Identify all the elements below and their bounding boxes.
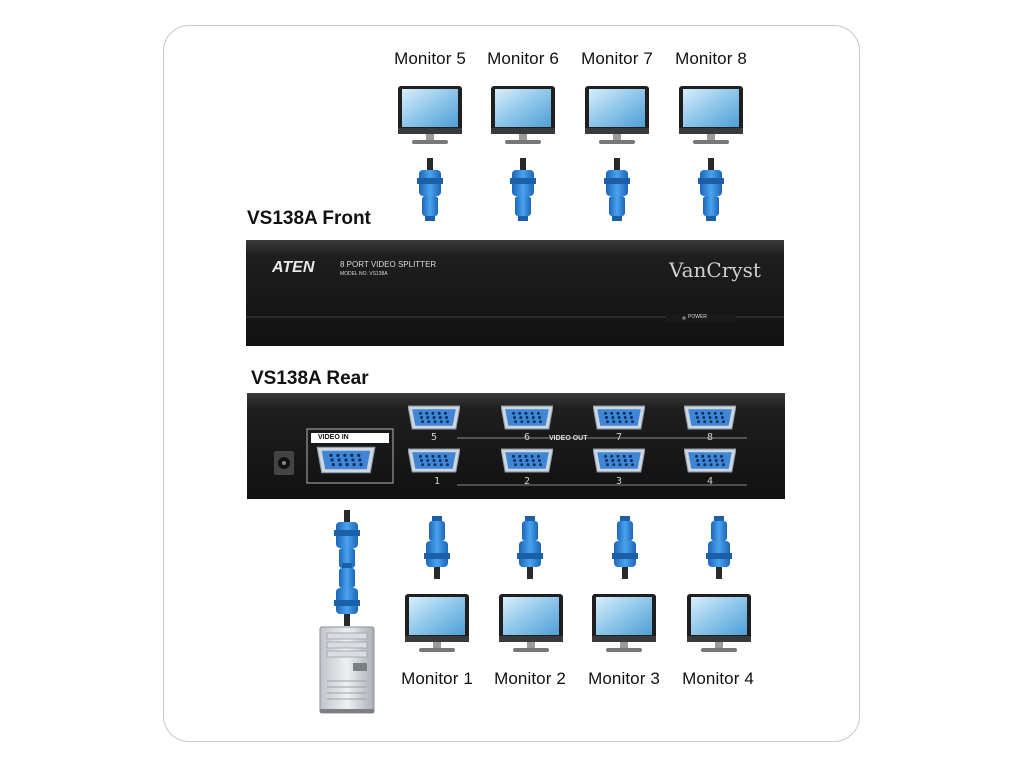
video-out-port-6 [501, 405, 553, 430]
front-series: VanCryst [669, 258, 761, 282]
port-number-4: 4 [706, 476, 714, 487]
vga-connector-icon [698, 158, 724, 221]
monitor-4-icon [687, 594, 751, 652]
port-number-2: 2 [523, 476, 531, 487]
video-out-label: VIDEO OUT [549, 435, 588, 442]
vga-connector-icon [424, 516, 450, 579]
port-number-8: 8 [706, 432, 714, 443]
front-product: 8 PORT VIDEO SPLITTER [340, 260, 437, 269]
vga-connector-icon [612, 516, 638, 579]
monitor-1-icon [405, 594, 469, 652]
front-title: VS138A Front [247, 208, 371, 229]
port-number-1: 1 [433, 476, 441, 487]
front-power-label: POWER [688, 314, 707, 320]
front-panel [246, 240, 784, 346]
video-out-port-1 [408, 448, 460, 473]
monitor-6-label: Monitor 6 [487, 49, 559, 68]
port-number-3: 3 [615, 476, 623, 487]
port-number-6: 6 [523, 432, 531, 443]
vga-connector-icon [604, 158, 630, 221]
video-in-label: VIDEO IN [318, 434, 349, 441]
monitor-1-label: Monitor 1 [401, 669, 473, 688]
monitor-2-label: Monitor 2 [494, 669, 566, 688]
monitor-7-icon [585, 86, 649, 144]
video-out-port-4 [684, 448, 736, 473]
video-out-port-8 [684, 405, 736, 430]
port-number-5: 5 [430, 432, 438, 443]
video-out-port-2 [501, 448, 553, 473]
vga-connector-icon [706, 516, 732, 579]
monitor-4-label: Monitor 4 [682, 669, 754, 688]
front-model: MODEL NO. VS138A [340, 271, 388, 277]
monitor-8-label: Monitor 8 [675, 49, 747, 68]
video-out-port-7 [593, 405, 645, 430]
monitor-6-icon [491, 86, 555, 144]
vga-connector-icon [334, 563, 360, 626]
monitor-5-label: Monitor 5 [394, 49, 466, 68]
vga-connector-icon [417, 158, 443, 221]
vga-connector-icon [510, 158, 536, 221]
video-out-port-3 [593, 448, 645, 473]
monitor-2-icon [499, 594, 563, 652]
rear-title: VS138A Rear [251, 368, 369, 389]
port-number-7: 7 [615, 432, 623, 443]
front-brand: ATEN [272, 259, 315, 276]
desktop-computer-icon [319, 626, 375, 714]
monitor-3-icon [592, 594, 656, 652]
monitor-5-icon [398, 86, 462, 144]
monitor-8-icon [679, 86, 743, 144]
monitor-7-label: Monitor 7 [581, 49, 653, 68]
video-out-port-5 [408, 405, 460, 430]
monitor-3-label: Monitor 3 [588, 669, 660, 688]
vga-connector-icon [517, 516, 543, 579]
video-in-port [316, 446, 376, 474]
